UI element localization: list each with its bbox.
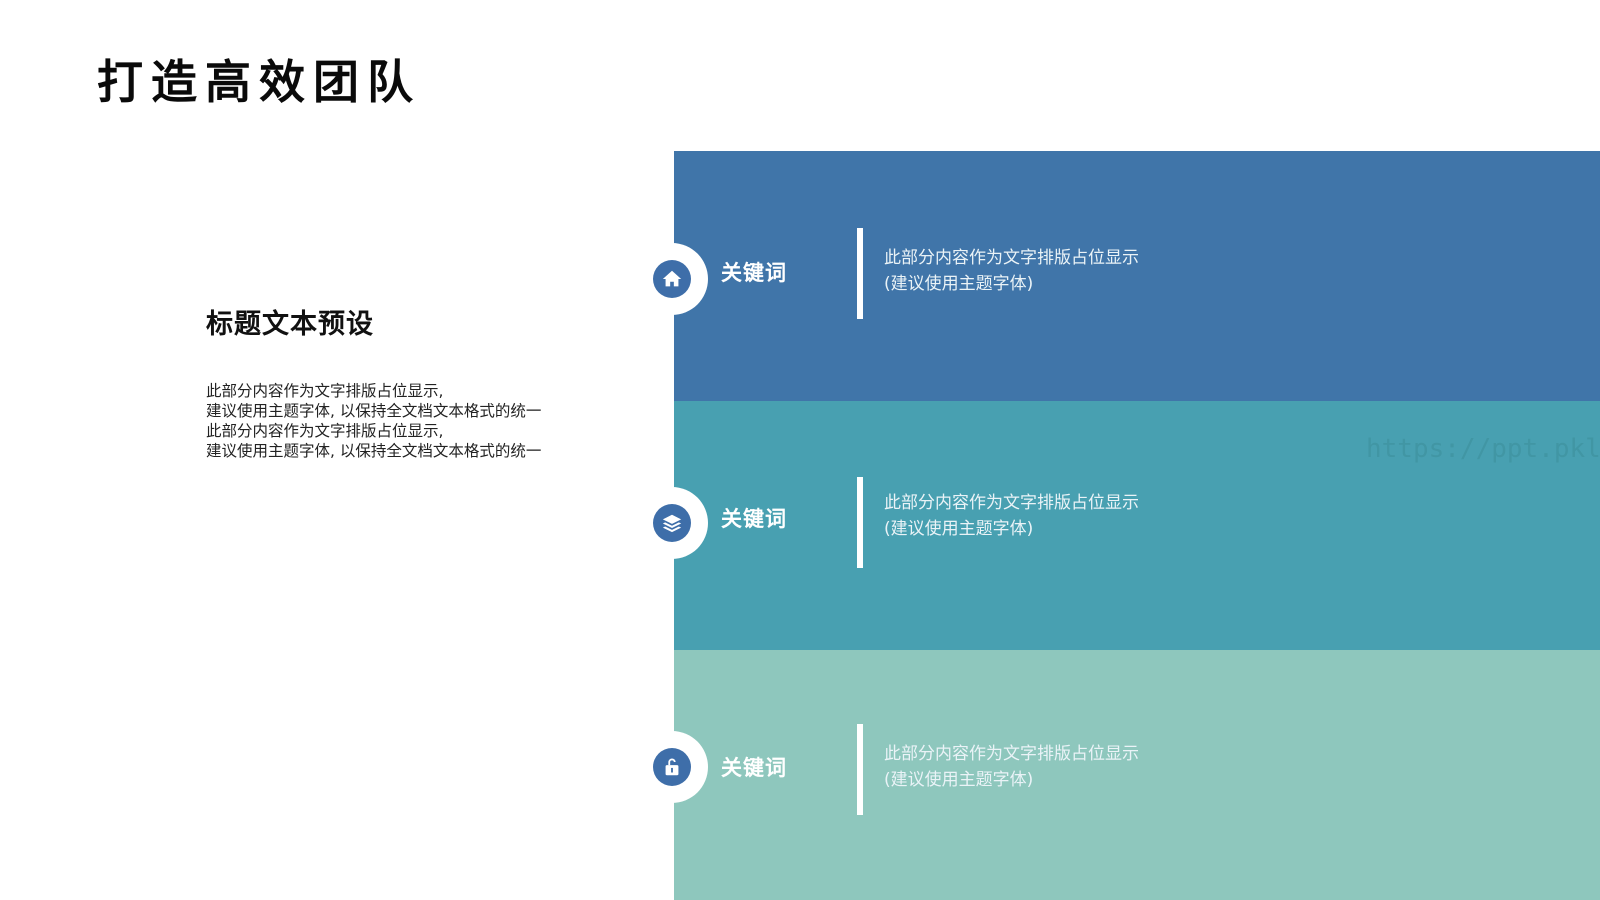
page-title: 打造高效团队 <box>97 55 421 109</box>
home-icon <box>653 260 691 298</box>
body-line: 建议使用主题字体, 以保持全文档文本格式的统一 <box>206 402 542 420</box>
left-text-block: 标题文本预设 此部分内容作为文字排版占位显示, 建议使用主题字体, 以保持全文档… <box>206 302 606 461</box>
divider-2 <box>857 477 863 568</box>
body-line: 此部分内容作为文字排版占位显示, <box>206 382 444 400</box>
panel-1 <box>674 151 1600 401</box>
keyword-1: 关键词 <box>721 261 787 285</box>
panel-2 <box>674 401 1600 650</box>
icon-badge-3 <box>642 731 708 803</box>
description-1: 此部分内容作为文字排版占位显示 (建议使用主题字体) <box>884 245 1139 297</box>
description-line: 此部分内容作为文字排版占位显示 <box>884 493 1139 513</box>
divider-3 <box>857 724 863 815</box>
section-body: 此部分内容作为文字排版占位显示, 建议使用主题字体, 以保持全文档文本格式的统一… <box>206 381 606 461</box>
description-line: 此部分内容作为文字排版占位显示 <box>884 744 1139 764</box>
keyword-panels <box>674 151 1600 900</box>
unlock-icon <box>653 748 691 786</box>
panel-3 <box>674 650 1600 900</box>
keyword-3: 关键词 <box>721 756 787 780</box>
watermark: https://ppt.pkll.de <box>1366 434 1600 464</box>
description-2: 此部分内容作为文字排版占位显示 (建议使用主题字体) <box>884 490 1139 542</box>
icon-badge-2 <box>642 487 708 559</box>
divider-1 <box>857 228 863 319</box>
section-heading: 标题文本预设 <box>206 309 374 340</box>
body-line: 建议使用主题字体, 以保持全文档文本格式的统一 <box>206 442 542 460</box>
description-line: (建议使用主题字体) <box>884 519 1034 539</box>
description-3: 此部分内容作为文字排版占位显示 (建议使用主题字体) <box>884 741 1139 793</box>
body-line: 此部分内容作为文字排版占位显示, <box>206 422 444 440</box>
icon-badge-1 <box>642 243 708 315</box>
description-line: (建议使用主题字体) <box>884 770 1034 790</box>
layers-icon <box>653 504 691 542</box>
keyword-2: 关键词 <box>721 507 787 531</box>
description-line: 此部分内容作为文字排版占位显示 <box>884 248 1139 268</box>
description-line: (建议使用主题字体) <box>884 274 1034 294</box>
